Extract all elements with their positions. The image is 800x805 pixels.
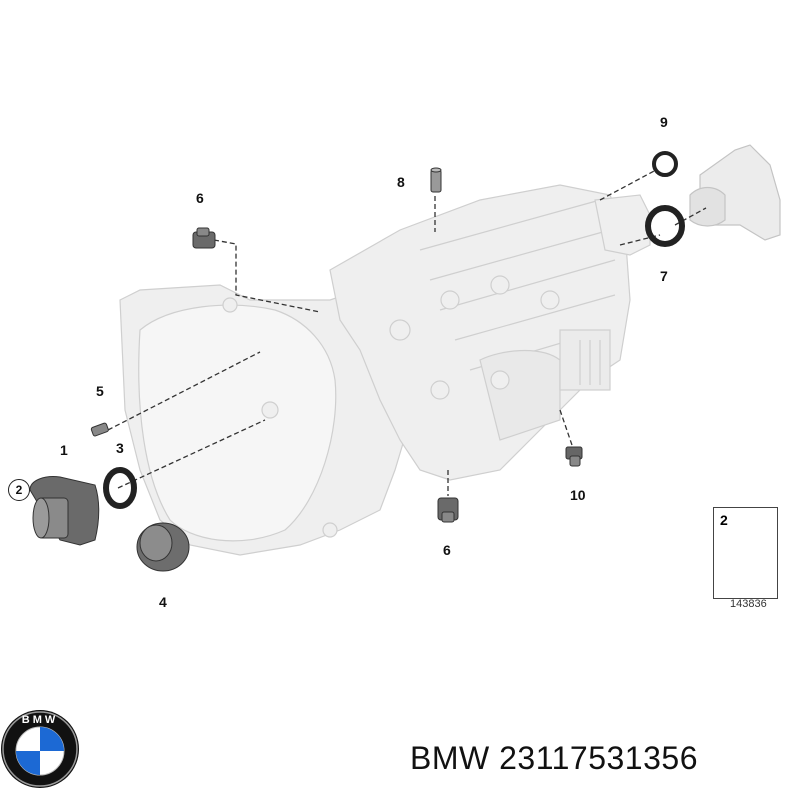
bmw-logo: BMW <box>1 710 79 788</box>
brand-part-number: BMW 23117531356 <box>410 740 698 776</box>
o-ring-part <box>652 151 678 177</box>
callout-3: 3 <box>116 440 124 456</box>
screw-plug-top-part <box>192 227 216 249</box>
callout-8: 8 <box>397 174 405 190</box>
inset-part-number: 2 <box>720 512 728 528</box>
callout-6-bottom: 6 <box>443 542 451 558</box>
callout-9: 9 <box>660 114 668 130</box>
radial-seal-part <box>645 205 685 247</box>
sensor-part <box>565 446 583 467</box>
transmission-housing <box>119 184 651 556</box>
leader-lines <box>107 169 707 496</box>
pin-part <box>430 167 442 193</box>
callout-7: 7 <box>660 268 668 284</box>
bmw-logo-lettering: BMW <box>22 714 59 726</box>
callout-6-top: 6 <box>196 190 204 206</box>
shaft-seal-part <box>103 467 137 509</box>
callout-5: 5 <box>96 383 104 399</box>
diagram-code: 143836 <box>730 598 767 610</box>
inset-box: 2 <box>713 507 778 599</box>
callout-4: 4 <box>159 594 167 610</box>
callout-1: 1 <box>60 442 68 458</box>
callout-2-circled: 2 <box>8 479 30 501</box>
guide-sleeve-part <box>29 476 100 546</box>
output-flange <box>689 144 781 241</box>
bearing-cap-part <box>136 522 190 572</box>
callout-10: 10 <box>570 487 586 503</box>
screw-plug-bottom-part <box>437 497 459 523</box>
dowel-pin-part <box>90 422 109 437</box>
